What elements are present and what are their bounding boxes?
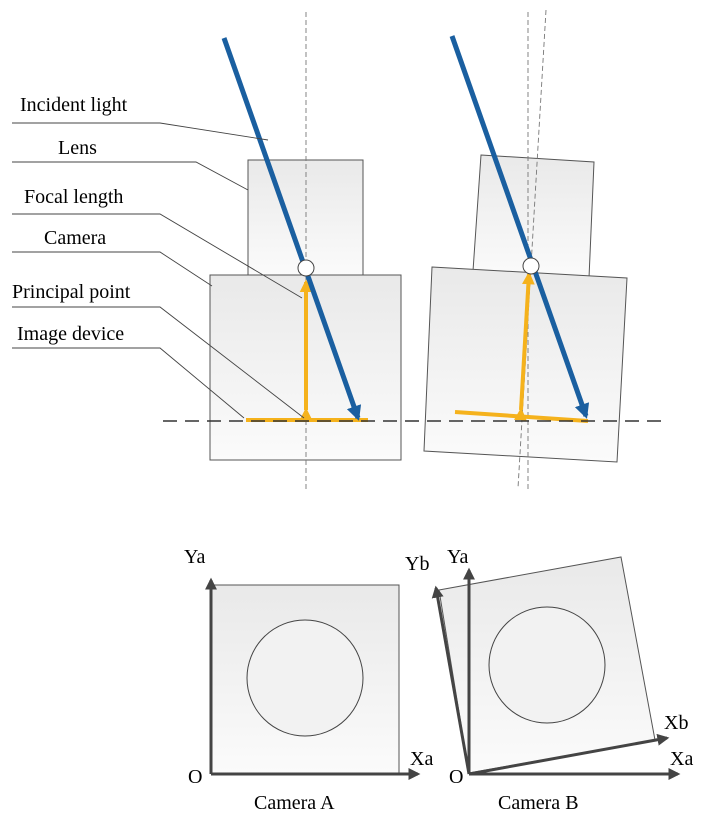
axis-label-xa-b: Xa	[670, 748, 693, 770]
lens-center-b	[522, 257, 540, 275]
label-image-device: Image device	[17, 323, 124, 345]
lens-body-a	[247, 159, 364, 276]
camera-b-image-plane: Yb Ya Xb Xa O Camera B	[405, 546, 693, 814]
label-group: Incident light Lens Focal length Camera …	[12, 94, 305, 419]
incident-light-a	[221, 37, 362, 421]
axis-label-xb-b: Xb	[664, 712, 688, 734]
leader-lens	[12, 161, 249, 191]
leader-image-device	[12, 347, 245, 419]
axis-label-xa-a: Xa	[410, 748, 433, 770]
label-principal-point: Principal point	[12, 281, 131, 303]
leader-incident-light	[12, 122, 269, 141]
axis-yb-b	[431, 585, 471, 775]
image-circle-b	[488, 606, 606, 724]
caption-camera-a: Camera A	[254, 792, 335, 814]
focal-length-arrow-b	[514, 271, 535, 421]
origin-label-b: O	[449, 766, 463, 788]
axis-label-ya-a: Ya	[184, 546, 205, 568]
incident-light-b	[449, 35, 590, 419]
label-incident-light: Incident light	[20, 94, 128, 116]
label-focal-length: Focal length	[24, 186, 123, 208]
camera-b-side-view	[423, 9, 628, 492]
axis-xb-b	[468, 733, 670, 776]
lens-center-a	[297, 259, 315, 277]
camera-a-side-view	[209, 12, 402, 492]
caption-camera-b: Camera B	[498, 792, 579, 814]
label-lens: Lens	[58, 137, 97, 159]
leader-focal-length	[12, 213, 303, 299]
axis-label-ya-b: Ya	[447, 546, 468, 568]
origin-label-a: O	[188, 766, 202, 788]
leader-camera	[12, 251, 213, 287]
camera-a-image-plane: Ya Xa O Camera A	[184, 546, 433, 814]
image-circle-a	[246, 619, 364, 737]
leader-principal-point	[12, 306, 305, 419]
axis-label-yb-b: Yb	[405, 553, 429, 575]
label-camera: Camera	[44, 227, 106, 249]
